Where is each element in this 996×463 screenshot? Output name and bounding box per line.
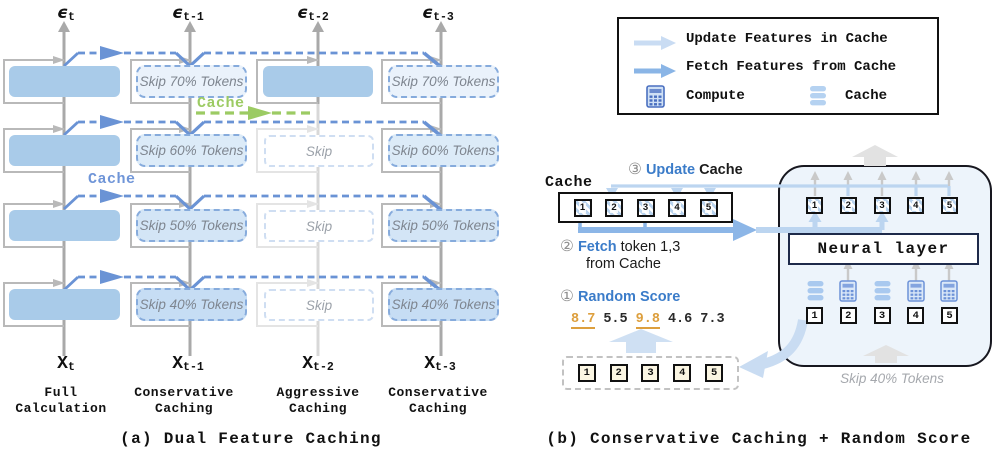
caption-conservative-1: Conservative Caching: [134, 385, 234, 416]
calculator-icon: [907, 280, 925, 302]
cached-token-4: 4: [668, 198, 686, 217]
compute-box: [9, 289, 120, 320]
random-scores: 8.7 5.5 9.8 4.6 7.3: [571, 312, 725, 329]
skip-tokens-box: Skip 40% Tokens: [136, 288, 247, 321]
compute-box: [9, 135, 120, 166]
eps-label-t1: ϵt-1: [172, 3, 204, 24]
score-value-selected: 8.7: [571, 312, 596, 329]
cache-database-icon: [810, 86, 826, 106]
caption-full-calculation: Full Calculation: [15, 385, 107, 416]
neural-layer-container: [778, 165, 992, 367]
cache-dashed-arrows: [63, 46, 443, 293]
skip-tokens-box: Skip 70% Tokens: [388, 65, 499, 98]
step-2-from-cache: from Cache: [586, 256, 661, 272]
cache-box: 1 2 3 4 5: [558, 192, 733, 223]
output-token-4: 4: [907, 197, 925, 214]
calculator-icon: [940, 280, 958, 302]
skip-box: Skip: [264, 135, 374, 167]
panel-a-title: (a) Dual Feature Caching: [120, 430, 382, 448]
legend-box: Update Features in Cache Fetch Features …: [617, 17, 939, 115]
skip-tokens-box: Skip 50% Tokens: [388, 209, 499, 242]
score-value-selected: 9.8: [635, 312, 660, 329]
skip-tokens-box: Skip 60% Tokens: [136, 134, 247, 167]
legend-fetch-label: Fetch Features from Cache: [686, 59, 897, 75]
layer-token-4: 4: [907, 307, 925, 324]
skip-tokens-box: Skip 70% Tokens: [136, 65, 247, 98]
cached-token-2: 2: [605, 198, 623, 217]
score-up-arrow: [609, 329, 673, 353]
score-value: 5.5: [603, 312, 628, 327]
input-token-2: 2: [609, 364, 628, 382]
cached-token-1: 1: [573, 198, 592, 217]
neural-layer-box: Neural layer: [788, 233, 979, 265]
output-token-1: 1: [806, 197, 823, 214]
cache-database-icon: [807, 281, 824, 301]
skip-40-note: Skip 40% Tokens: [840, 371, 944, 386]
skip-tokens-box: Skip 40% Tokens: [388, 288, 499, 321]
cache-box-label: Cache: [545, 174, 593, 191]
panel-b-title: (b) Conservative Caching + Random Score: [546, 430, 972, 448]
input-token-box: 1 2 3 4 5: [562, 356, 739, 390]
calculator-icon: [839, 280, 857, 302]
input-token-4: 4: [673, 364, 692, 382]
output-token-3: 3: [873, 197, 891, 214]
cached-token-3: 3: [636, 198, 655, 217]
output-token-2: 2: [839, 197, 857, 214]
update-arrow-icon: [634, 36, 676, 50]
step-3-update-cache: ③ Update Cache: [628, 161, 743, 178]
layer-token-1: 1: [806, 307, 823, 324]
x-label-t3: Xt-3: [424, 354, 456, 374]
eps-label-t3: ϵt-3: [422, 3, 454, 24]
input-token-1: 1: [577, 364, 596, 382]
skip-box: Skip: [264, 289, 374, 321]
legend-cache-label: Cache: [845, 88, 888, 104]
x-label-t1: Xt-1: [172, 354, 204, 374]
cached-token-5: 5: [699, 198, 718, 217]
compute-box: [263, 66, 373, 97]
green-cache-label: Cache: [197, 95, 245, 112]
input-token-3: 3: [641, 364, 660, 382]
fetch-arrow-icon: [634, 64, 676, 78]
layer-input-token-row: 1 2 3 4 5: [806, 307, 958, 324]
legend-compute-label: Compute: [686, 88, 745, 104]
column-lines: [62, 30, 443, 356]
caption-conservative-2: Conservative Caching: [388, 385, 488, 416]
skip-box: Skip: [264, 210, 374, 242]
output-token-row: 1 2 3 4 5: [806, 197, 958, 214]
x-label-t2: Xt-2: [302, 354, 334, 374]
legend-update-label: Update Features in Cache: [686, 31, 888, 47]
score-value: 7.3: [700, 312, 725, 327]
compute-box: [9, 210, 120, 241]
x-label-t: Xt: [57, 354, 75, 374]
layer-token-2: 2: [839, 307, 857, 324]
cache-database-icon: [874, 281, 891, 301]
calculator-icon: [646, 85, 665, 108]
column-line-arrowheads: [58, 21, 447, 32]
output-token-5: 5: [941, 197, 958, 214]
layer-token-5: 5: [941, 307, 958, 324]
eps-label-t: ϵt: [57, 3, 75, 24]
score-value: 4.6: [667, 312, 693, 327]
layer-token-3: 3: [873, 307, 891, 324]
step-1-random-score: ① Random Score: [560, 288, 681, 305]
skip-tokens-box: Skip 60% Tokens: [388, 134, 499, 167]
eps-label-t2: ϵt-2: [297, 3, 329, 24]
skip-tokens-box: Skip 50% Tokens: [136, 209, 247, 242]
blue-cache-label: Cache: [88, 171, 136, 188]
step-2-fetch-tokens: ② Fetch token 1,3: [560, 238, 681, 255]
compute-box: [9, 66, 120, 97]
input-token-5: 5: [705, 364, 724, 382]
caption-aggressive: Aggressive Caching: [276, 385, 360, 416]
